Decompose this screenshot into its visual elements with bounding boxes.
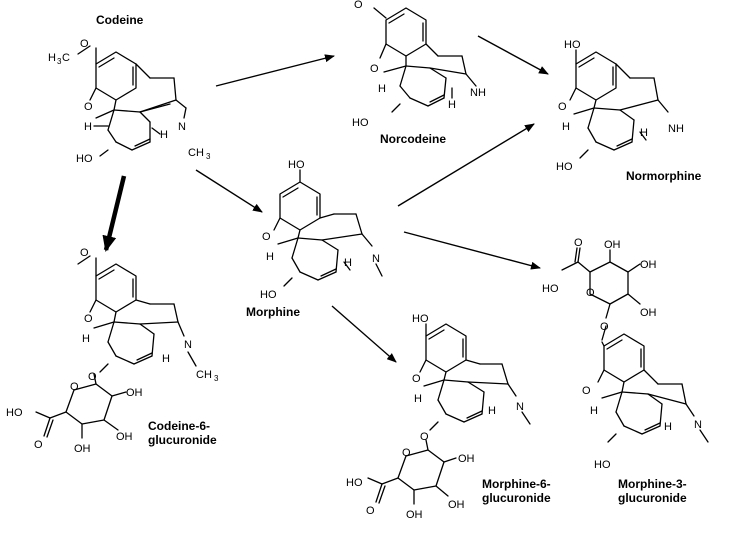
codeine6g-oh1: OH	[126, 387, 143, 399]
codeine6g-n: N	[184, 339, 192, 351]
morphine6g-ring-o: O	[412, 373, 421, 385]
codeine6g-o-acid: O	[34, 439, 43, 451]
codeine6g-sugar-o: O	[70, 381, 79, 393]
norcodeine-methoxy-o: O	[354, 0, 363, 11]
arrow-codeine-to-morphine	[195, 169, 263, 213]
morphine6g-oh3: OH	[406, 509, 423, 521]
morphine6g-sugar-o: O	[402, 447, 411, 459]
morphine6g-label-2: glucuronide	[482, 491, 551, 505]
codeine-nme-sub: 3	[206, 152, 211, 161]
morphine3g-h-b: H	[664, 421, 672, 433]
codeine6g-h-b: H	[162, 353, 170, 365]
codeine6g-oh2: OH	[116, 431, 133, 443]
morphine3g-oh2: OH	[640, 259, 657, 271]
morphine6g-label-1: Morphine-6-	[482, 477, 551, 491]
arrow-codeine-to-codeine6g	[102, 175, 127, 252]
morphine3g-link-o: O	[600, 321, 609, 333]
norcodeine-ho: HO	[352, 117, 369, 129]
codeine6g-nme-sub: 3	[214, 374, 219, 383]
morphine6g-n: N	[516, 401, 524, 413]
morphine-n: N	[372, 253, 380, 265]
norcodeine-h-a: H	[378, 83, 386, 95]
morphine6g-ho-acid: HO	[346, 477, 363, 489]
codeine6g-methoxy-o: O	[80, 247, 89, 259]
normorphine-h-b: H	[640, 127, 648, 139]
codeine6g-label-2: glucuronide	[148, 433, 217, 447]
morphine-h-b: H	[344, 257, 352, 269]
codeine-nme: CH	[188, 147, 204, 159]
norcodeine-structure: O O H H HO NH Norcodeine	[352, 0, 486, 146]
morphine6g-link-o: O	[420, 431, 429, 443]
normorphine-oh: HO	[564, 39, 581, 51]
morphine3g-n: N	[694, 419, 702, 431]
morphine-label: Morphine	[246, 305, 300, 319]
arrow-morphine-to-normorphine	[397, 123, 535, 207]
morphine6g-oh1: OH	[458, 453, 475, 465]
morphine3g-ho: HO	[594, 459, 611, 471]
morphine-ho: HO	[260, 289, 277, 301]
normorphine-structure: HO O H H HO NH Normorphine	[556, 39, 702, 183]
morphine3g-oh3: OH	[640, 307, 657, 319]
morphine3g-h-a: H	[590, 405, 598, 417]
codeine6g-link-o: O	[88, 371, 97, 383]
codeine6g-ho-acid: HO	[6, 407, 23, 419]
morphine-h-a: H	[266, 251, 274, 263]
morphine3g-label-1: Morphine-3-	[618, 477, 687, 491]
morphine6g-oh2: OH	[448, 499, 465, 511]
codeine6g-h-a: H	[82, 333, 90, 345]
normorphine-ho: HO	[556, 161, 573, 173]
arrow-norcodeine-to-normorphine	[477, 35, 549, 75]
codeine-n: N	[178, 121, 186, 133]
arrow-morphine-to-morphine6g	[331, 305, 397, 363]
reaction-arrows	[102, 35, 549, 363]
codeine-methoxy-o: O	[80, 38, 89, 50]
morphine6g-h-b: H	[488, 405, 496, 417]
codeine6g-oh3: OH	[74, 443, 91, 455]
norcodeine-h-b: H	[448, 99, 456, 111]
morphine-ring-o: O	[262, 231, 271, 243]
norcodeine-ring-o: O	[370, 63, 379, 75]
codeine-methyl-c2: C	[62, 52, 70, 64]
codeine-methyl-c: H	[48, 52, 56, 64]
codeine-structure: Codeine	[48, 13, 211, 165]
normorphine-ring-o: O	[558, 101, 567, 113]
codeine-label: Codeine	[96, 13, 144, 27]
arrow-morphine-to-morphine3g	[403, 231, 541, 270]
morphine3g-o-acid: O	[574, 237, 583, 249]
morphine6g-structure: HO O H H N O O OH OH OH HO O Morphine-6-…	[346, 313, 551, 521]
morphine6g-o-acid: O	[366, 505, 375, 517]
morphine-structure: HO O H H HO N Morphine	[246, 159, 383, 319]
morphine3g-ho-acid: HO	[542, 283, 559, 295]
morphine6g-h-a: H	[414, 393, 422, 405]
codeine6g-ring-o: O	[84, 313, 93, 325]
codeine6g-nme: CH	[196, 369, 212, 381]
codeine-h-b: H	[160, 129, 168, 141]
codeine-ho: HO	[76, 153, 93, 165]
morphine3g-sugar-o: O	[586, 287, 595, 299]
morphine3g-oh1: OH	[604, 239, 621, 251]
morphine3g-structure: HO O OH OH OH O O O H H HO N Morphine-3-…	[542, 237, 709, 505]
arrow-codeine-to-norcodeine	[215, 54, 335, 87]
morphine6g-oh: HO	[412, 313, 429, 325]
codeine6g-label-1: Codeine-6-	[148, 419, 210, 433]
morphine3g-ring-o: O	[582, 385, 591, 397]
normorphine-nh: NH	[668, 123, 684, 135]
codeine-methyl-sub: 3	[57, 57, 62, 66]
codeine-h-a: H	[84, 121, 92, 133]
norcodeine-nh: NH	[470, 87, 486, 99]
morphine3g-label-2: glucuronide	[618, 491, 687, 505]
normorphine-h-a: H	[562, 121, 570, 133]
morphine-oh: HO	[288, 159, 305, 171]
norcodeine-label: Norcodeine	[380, 132, 446, 146]
normorphine-label: Normorphine	[626, 169, 702, 183]
codeine-ring-o: O	[84, 101, 93, 113]
codeine6g-structure: O O H H N CH 3 O O OH OH OH HO O Codeine…	[6, 247, 219, 455]
